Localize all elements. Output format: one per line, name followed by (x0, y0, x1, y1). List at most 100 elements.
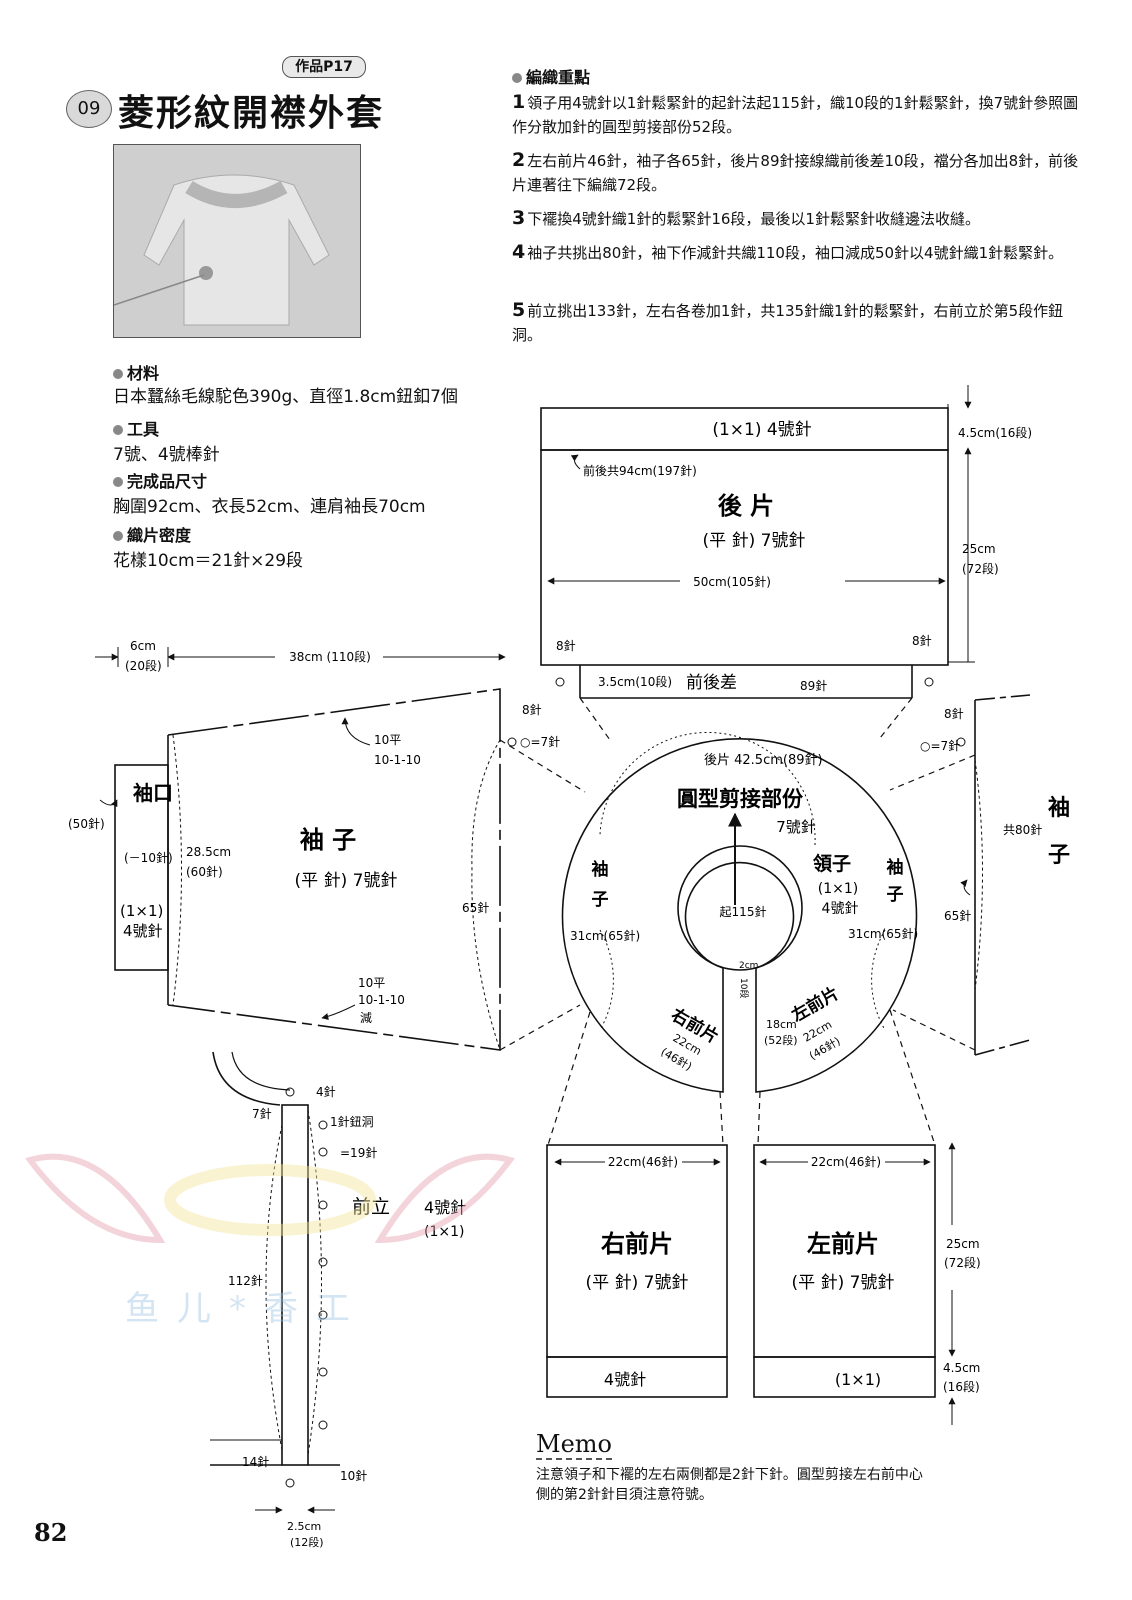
yoke-back: 後片 42.5cm(89針) (704, 753, 823, 768)
angel-wings-watermark: 鱼儿*香工 (24, 1153, 516, 1329)
back-piece (540, 449, 949, 666)
cuff-needle: 4號針 (123, 922, 163, 940)
collar-ring (677, 845, 803, 971)
back-rib-height: 4.5cm(16段) (958, 425, 1032, 440)
sleeve-title: 袖 子 (300, 826, 356, 854)
sweater-photo (113, 144, 361, 338)
band-side: 7針 (252, 1106, 272, 1121)
sleeve-top-st: 65針 (462, 900, 489, 915)
back-height: 25cm (962, 542, 996, 556)
band-total: 112針 (228, 1273, 263, 1288)
size-heading: 完成品尺寸 (113, 468, 207, 492)
tools-value: 7號、4號棒針 (113, 445, 220, 465)
back-title: 後 片 (718, 492, 774, 520)
page-title: 菱形紋開襟外套 (118, 93, 385, 134)
collar-cast-on: 起115針 (720, 904, 767, 919)
yoke-sleeve-right-2: 子 (887, 885, 904, 905)
band-width: 2.5cm (287, 1520, 321, 1533)
sleeve-top-rule1: 10平 (374, 733, 401, 747)
materials-heading: 材料 (113, 360, 159, 384)
page-reference-badge: 作品P17 (282, 56, 366, 78)
right-front-sub: (平 針) 7號針 (586, 1273, 689, 1293)
band-label: 前立 (352, 1196, 390, 1218)
sweater-illustration (114, 145, 360, 337)
sleeve-bot-rule3: 減 (360, 1010, 372, 1025)
left-front-rib: (1×1) (835, 1370, 881, 1389)
right-front-width: 22cm(46針) (608, 1154, 678, 1169)
sleeve-bot-rule2: 10-1-10 (358, 993, 405, 1007)
diff-stitches: 89針 (800, 678, 827, 693)
diff-height: 3.5cm(10段) (598, 674, 672, 689)
band-rib: (1×1) (424, 1224, 464, 1240)
right-sleeve-st: 65針 (944, 908, 971, 923)
right-front-needle: 4號針 (604, 1370, 646, 1389)
cuff-rib: (1×1) (120, 902, 163, 920)
pattern-number: 09 (66, 90, 112, 128)
yoke-sleeve-right-1: 袖 (887, 857, 904, 878)
yoke-sleeve-left-st: 31cm(65針) (570, 928, 640, 943)
back-ribbing-label: (1×1) 4號針 (712, 420, 811, 440)
yoke-title: 圓型剪接部份 (677, 787, 804, 811)
gauge-heading: 織片密度 (113, 522, 191, 546)
memo-text: 注意領子和下襬的左右兩側都是2針下針。圓型剪接左右前中心側的第2針針目須注意符號… (536, 1467, 923, 1503)
cuff-decrease: (－10針) (124, 850, 173, 865)
band-width-rows: (12段) (290, 1535, 324, 1549)
yoke-gap: 2cm (739, 961, 758, 971)
sleeve-piece (167, 688, 501, 1051)
right-sleeve-label-2: 子 (1048, 843, 1070, 868)
total-width-label: 前後共94cm(197針) (583, 463, 697, 478)
left-front-ribbing (753, 1356, 936, 1398)
yoke-sleeve-right-st: 31cm(65針) (848, 926, 918, 941)
yoke-circle (561, 737, 918, 1093)
sleeve-inc-circle: ○=7針 (520, 734, 560, 749)
sleeve-width: 28.5cm (186, 845, 231, 859)
right-sleeve-inc: 8針 (944, 706, 964, 721)
sleeve-cuff-width: 6cm (130, 639, 156, 653)
front-rib-height: 4.5cm (943, 1361, 980, 1375)
right-sleeve-inc-circle: ○=7針 (920, 738, 960, 753)
right-front-title: 右前片 (601, 1230, 673, 1258)
yoke-depth: 18cm (766, 1018, 797, 1031)
size-value: 胸圍92cm、衣長52cm、連肩袖長70cm (113, 497, 426, 517)
left-front-title: 左前片 (807, 1230, 879, 1258)
band-top: 4針 (316, 1084, 336, 1099)
sleeve-cuff-rows: (20段) (125, 658, 162, 673)
cuff-stitches: (50針) (68, 816, 105, 831)
collar-label: 領子 (813, 852, 851, 875)
collar-needle: 4號針 (822, 901, 859, 917)
back-right-inc: 8針 (912, 633, 932, 648)
yoke-sleeve-left-1: 袖 (592, 859, 609, 880)
yoke-depth-rows: (52段) (764, 1033, 798, 1047)
sleeve-width-st: (60針) (186, 864, 223, 879)
front-band (281, 1104, 309, 1466)
left-front-sub: (平 針) 7號針 (792, 1273, 895, 1293)
band-spacing: =19針 (340, 1145, 377, 1160)
back-left-inc: 8針 (556, 638, 576, 653)
front-band-collar-curve (212, 1051, 281, 1106)
band-needle: 4號針 (424, 1198, 466, 1217)
tools-heading: 工具 (113, 416, 159, 440)
band-bottom-right: 10針 (340, 1468, 367, 1483)
watermark-text: 鱼儿*香工 (125, 1289, 368, 1329)
yoke-needle: 7號針 (776, 818, 816, 836)
sleeve-bot-rule1: 10平 (358, 976, 385, 990)
sleeve-length: 38cm (110段) (289, 649, 371, 664)
yoke-gap-rows: 10段 (738, 978, 750, 998)
front-height: 25cm (946, 1237, 980, 1251)
right-front-ribbing (546, 1356, 728, 1398)
sleeve-inc: 8針 (522, 702, 542, 717)
band-buttonhole: 1針鈕洞 (330, 1114, 374, 1129)
key-points-heading: 編織重點 (512, 64, 590, 88)
gauge-value: 花樣10cm＝21針×29段 (113, 551, 304, 571)
front-rib-rows: (16段) (943, 1379, 980, 1394)
back-height-rows: (72段) (962, 561, 999, 576)
left-front-width: 22cm(46針) (811, 1154, 881, 1169)
sleeve-sub: (平 針) 7號針 (295, 871, 398, 891)
back-sub: (平 針) 7號針 (703, 531, 806, 551)
memo-heading: Memo (536, 1430, 612, 1460)
